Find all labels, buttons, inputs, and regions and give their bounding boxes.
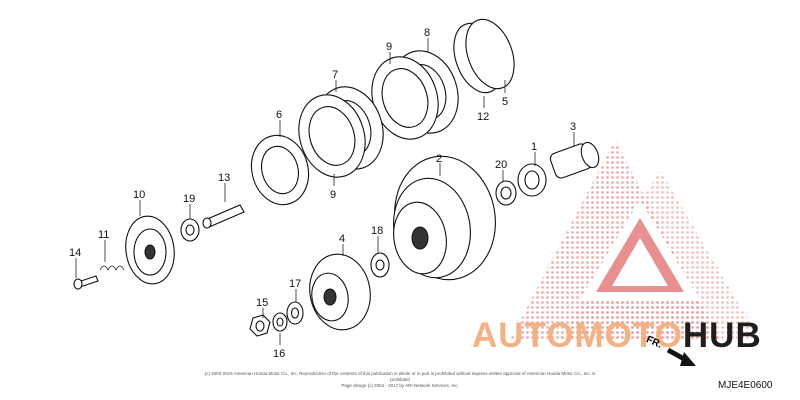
- label-14: 14: [69, 247, 81, 259]
- copyright-line-2: Page design (c) 2004 - 2017 by ARI Netwo…: [341, 383, 459, 388]
- watermark-text-moto: MOTO: [574, 316, 683, 355]
- watermark-text-auto: AUTO: [472, 316, 575, 355]
- label-9-upper: 9: [386, 41, 392, 53]
- label-7: 7: [332, 69, 338, 81]
- label-5: 5: [502, 96, 508, 108]
- watermark-text-hub: HUB: [682, 316, 762, 355]
- watermark-brand: AUTOMOTOHUB: [472, 316, 762, 356]
- label-16: 16: [273, 348, 285, 360]
- label-1: 1: [531, 141, 537, 153]
- label-2: 2: [436, 153, 442, 165]
- label-13: 13: [218, 172, 230, 184]
- label-6: 6: [276, 109, 282, 121]
- part-ring-5: [465, 18, 515, 90]
- diagram-code: MJE4E0600: [718, 380, 773, 391]
- label-12: 12: [477, 111, 489, 123]
- label-9-lower: 9: [330, 189, 336, 201]
- front-direction-arrow-icon: [666, 347, 696, 366]
- copyright-line-1: (c) 2003-2015 American Honda Motor Co., …: [204, 371, 596, 382]
- label-8: 8: [424, 27, 430, 39]
- label-19: 19: [183, 193, 195, 205]
- part-spring-11: [99, 265, 125, 271]
- copyright-notice: (c) 2003-2015 American Honda Motor Co., …: [200, 371, 600, 389]
- label-17: 17: [289, 278, 301, 290]
- label-11: 11: [98, 229, 109, 241]
- label-10: 10: [133, 189, 145, 201]
- label-20: 20: [495, 159, 507, 171]
- label-4: 4: [339, 233, 345, 245]
- label-3: 3: [570, 121, 576, 133]
- label-18: 18: [371, 225, 383, 237]
- label-15: 15: [256, 297, 268, 309]
